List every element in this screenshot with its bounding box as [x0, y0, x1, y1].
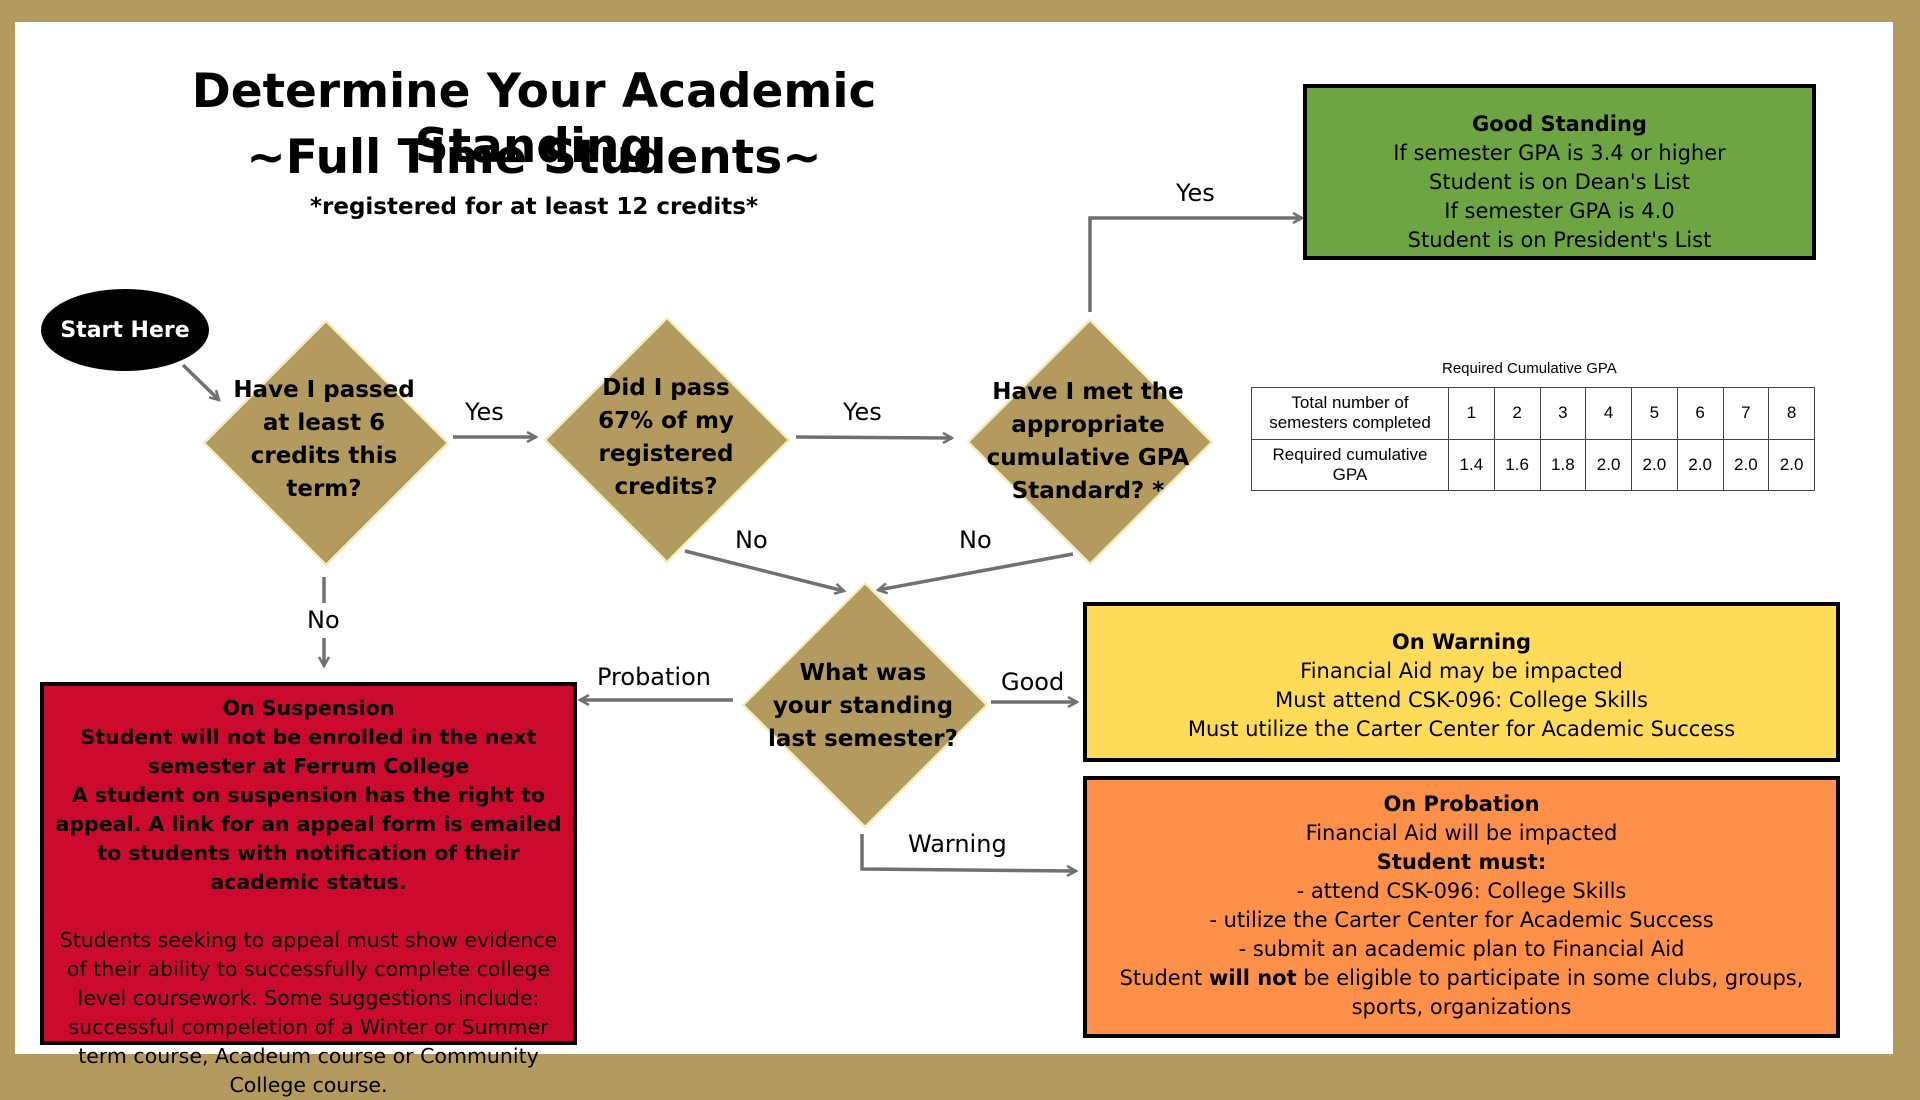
- arrow-d3-no: [878, 552, 1074, 590]
- on-probation-text: be eligible to participate in some clubs…: [1296, 966, 1804, 1019]
- on-probation-line: Student must:: [1376, 850, 1547, 874]
- page-note: *registered for at least 12 credits*: [309, 194, 759, 220]
- gpa-cell: 2.0: [1768, 438, 1815, 491]
- on-suspension-box: On Suspension Student will not be enroll…: [40, 682, 577, 1097]
- on-probation-line: - utilize the Carter Center for Academic…: [1209, 908, 1714, 932]
- on-warning-line: Must attend CSK-096: College Skills: [1275, 688, 1648, 712]
- gpa-cell: 2.0: [1631, 438, 1678, 491]
- good-standing-line: Student is on Dean's List: [1429, 170, 1690, 194]
- good-standing-line: Student is on President's List: [1407, 228, 1712, 252]
- label-warning: Warning: [908, 830, 1007, 858]
- arrow-start-to-d1: [181, 363, 219, 400]
- on-probation-line: - submit an academic plan to Financial A…: [1238, 937, 1685, 961]
- semester-cell: 4: [1585, 387, 1632, 440]
- diamond-gpa-standard-text: Have I met the appropriate cumulative GP…: [986, 379, 1190, 504]
- on-probation-text: Student: [1119, 966, 1209, 990]
- on-warning-box: On Warning Financial Aid may be impacted…: [1083, 602, 1840, 762]
- on-suspension-line: Student will not be enrolled in the next…: [80, 725, 537, 778]
- label-no-3: No: [959, 526, 992, 554]
- on-warning-line: Must utilize the Carter Center for Acade…: [1187, 717, 1736, 741]
- on-probation-line: Financial Aid will be impacted: [1305, 821, 1618, 845]
- page-subtitle: ~Full Time Students~: [246, 130, 822, 185]
- start-label: Start Here: [60, 317, 190, 343]
- on-probation-line: Student will not be eligible to particip…: [1087, 964, 1836, 1022]
- semester-cell: 8: [1768, 387, 1815, 440]
- diamond-credits-passed-text: Have I passed at least 6 credits this te…: [233, 377, 415, 502]
- gpa-cell: 1.4: [1448, 438, 1495, 491]
- good-standing-title: Good Standing: [1472, 112, 1647, 136]
- semester-cell: 1: [1448, 387, 1495, 440]
- start-node: Start Here: [41, 289, 209, 371]
- arrow-d3-yes: [1088, 218, 1302, 312]
- label-good: Good: [1001, 668, 1065, 696]
- gpa-cell: 2.0: [1585, 438, 1632, 491]
- on-warning-line: Financial Aid may be impacted: [1300, 659, 1623, 683]
- on-warning-title: On Warning: [1391, 630, 1532, 654]
- table-row: Required cumulative GPA 1.4 1.6 1.8 2.0 …: [1251, 438, 1815, 491]
- gpa-cell: 1.8: [1539, 438, 1587, 491]
- good-standing-box: Good Standing If semester GPA is 3.4 or …: [1303, 84, 1816, 260]
- semester-cell: 7: [1722, 387, 1770, 440]
- on-probation-emphasis: will not: [1208, 966, 1297, 990]
- gpa-row2-header: Required cumulative GPA: [1251, 438, 1449, 491]
- on-probation-box: On Probation Financial Aid will be impac…: [1083, 776, 1840, 1038]
- gpa-cell: 1.6: [1493, 438, 1541, 491]
- on-suspension-body: Students seeking to appeal must show evi…: [59, 928, 558, 1097]
- good-standing-line: If semester GPA is 3.4 or higher: [1393, 141, 1726, 165]
- arrow-d2-no: [684, 549, 844, 591]
- semester-cell: 5: [1631, 387, 1678, 440]
- on-probation-title: On Probation: [1383, 792, 1540, 816]
- label-no-1: No: [307, 606, 340, 634]
- gpa-row1-header: Total number of semesters completed: [1251, 387, 1449, 440]
- gpa-table: Total number of semesters completed 1 2 …: [1251, 387, 1815, 491]
- on-suspension-line: A student on suspension has the right to…: [55, 783, 562, 894]
- semester-cell: 2: [1493, 387, 1541, 440]
- on-suspension-title: On Suspension: [222, 696, 395, 720]
- label-yes-2: Yes: [843, 398, 882, 426]
- gpa-cell: 2.0: [1676, 438, 1724, 491]
- label-probation: Probation: [597, 663, 711, 691]
- arrow-warning: [860, 834, 1076, 871]
- label-no-2: No: [735, 526, 768, 554]
- page-title: Determine Your Academic Standing: [191, 64, 877, 174]
- on-probation-line: - attend CSK-096: College Skills: [1296, 879, 1627, 903]
- diamond-percent-passed-text: Did I pass 67% of my registered credits?: [598, 375, 734, 500]
- table-row: Total number of semesters completed 1 2 …: [1251, 387, 1815, 440]
- diamond-last-standing-text: What was your standing last semester?: [768, 660, 958, 752]
- label-yes-1: Yes: [465, 398, 504, 426]
- gpa-table-caption: Required Cumulative GPA: [1442, 360, 1617, 377]
- good-standing-line: If semester GPA is 4.0: [1444, 199, 1675, 223]
- semester-cell: 6: [1676, 387, 1724, 440]
- semester-cell: 3: [1539, 387, 1587, 440]
- gpa-cell: 2.0: [1722, 438, 1770, 491]
- label-yes-3: Yes: [1176, 179, 1215, 207]
- arrow-d2-yes: [795, 437, 952, 438]
